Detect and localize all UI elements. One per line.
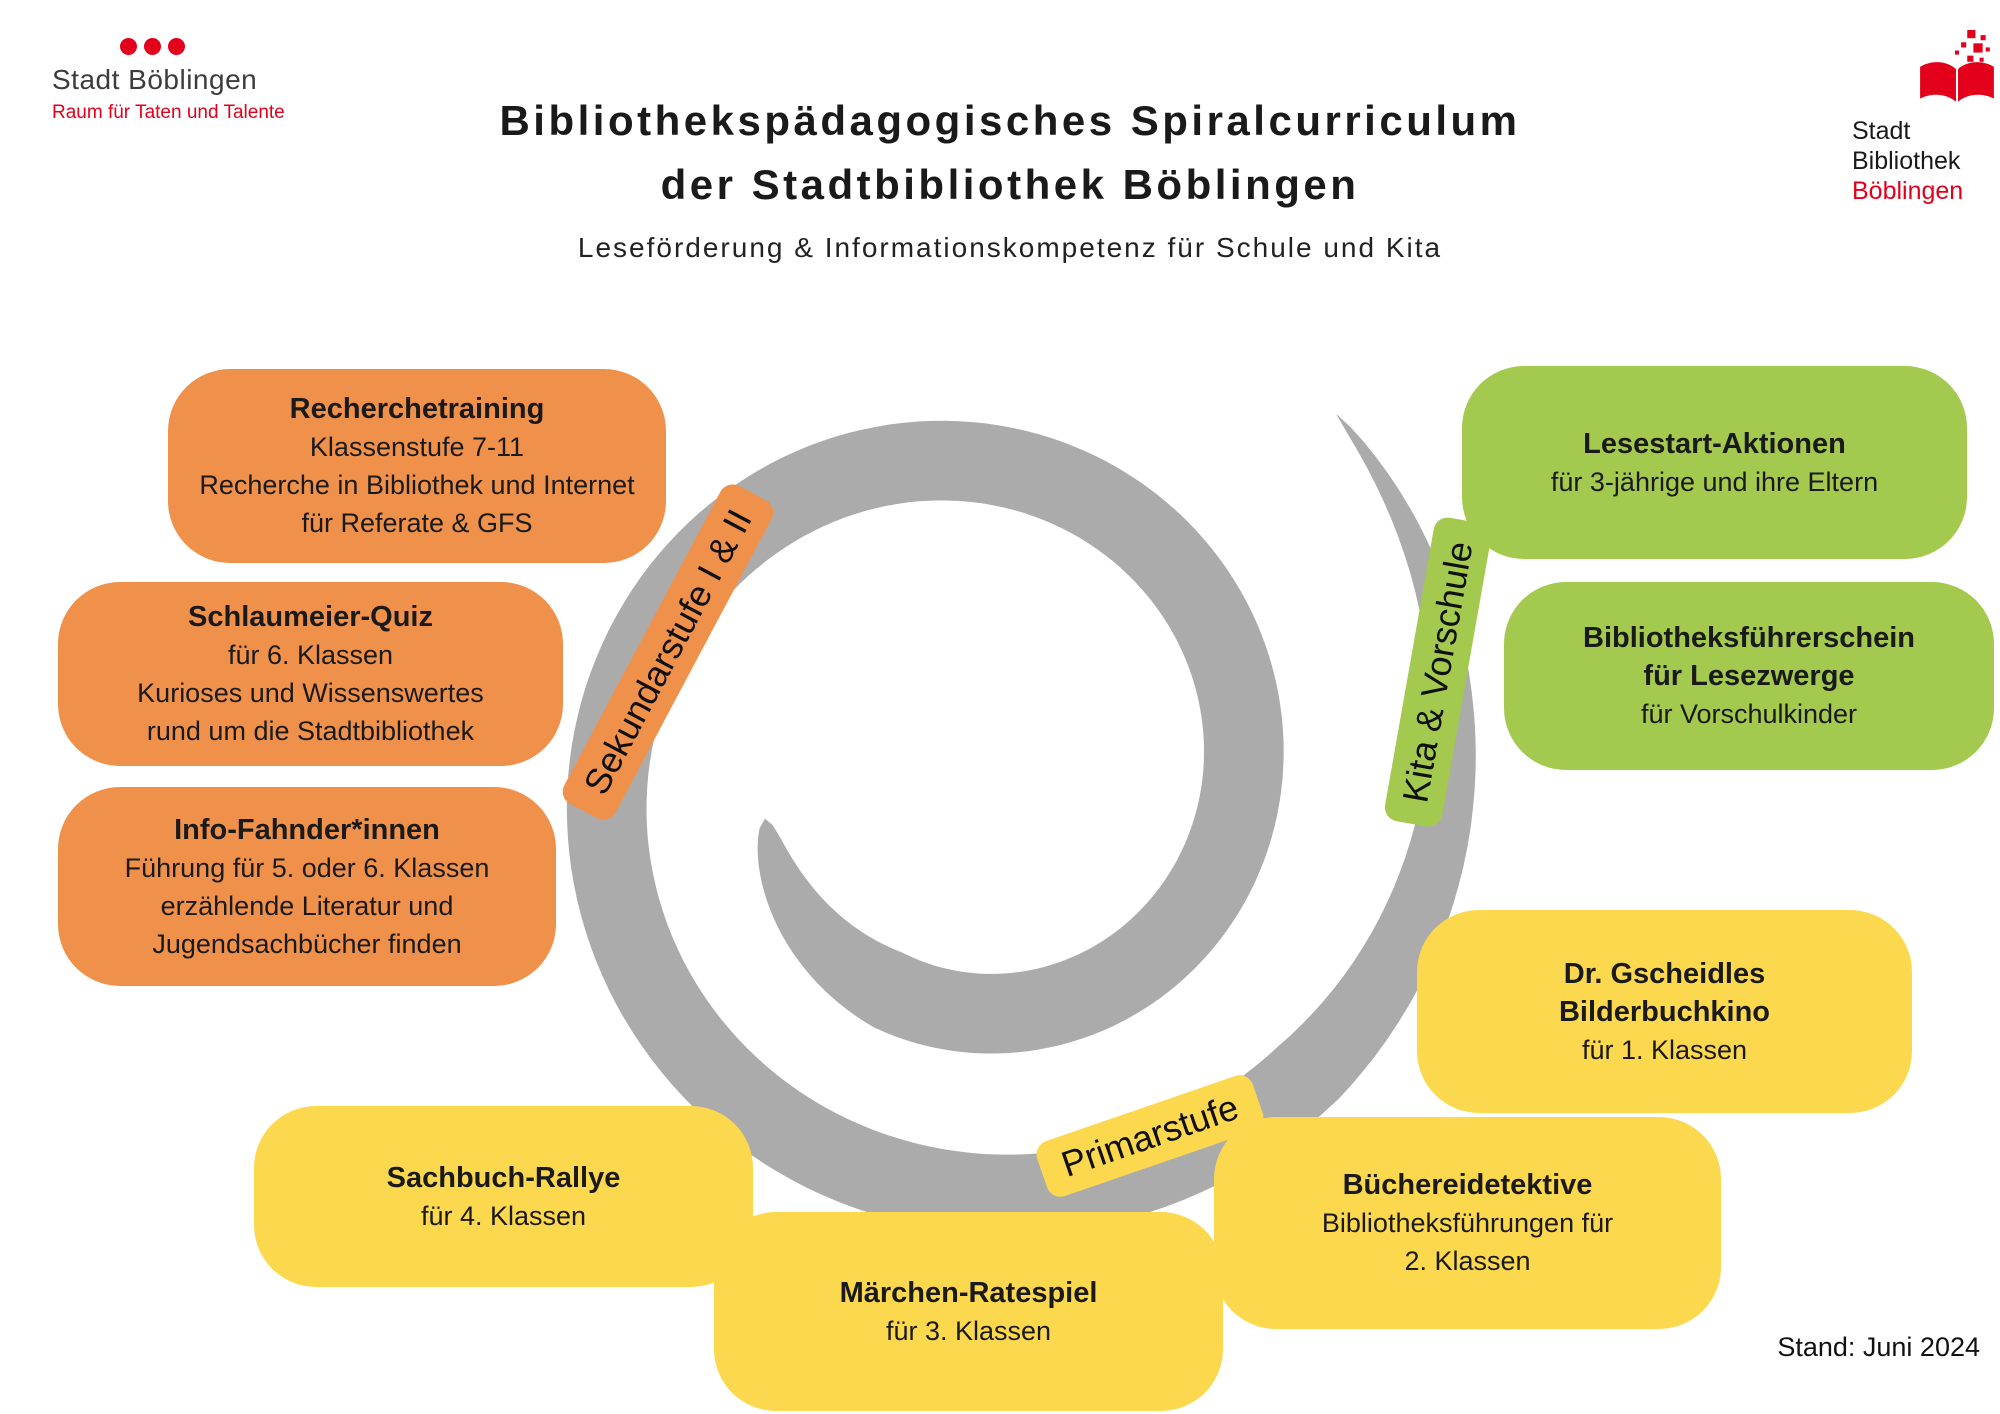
three-dots-icon [120, 38, 285, 55]
program-line: für 3. Klassen [885, 1315, 1052, 1346]
program-title: Lesestart-Aktionen [1583, 427, 1846, 460]
logo-right-line1: Stadt [1852, 117, 1911, 145]
program-line: für 6. Klassen [227, 640, 394, 670]
program-line: Kurioses und Wissenswertes [137, 678, 484, 708]
dot-icon [144, 38, 161, 55]
program-box-bilderbuchkino: Dr. Gscheidles Bilderbuchkino für 1. Kla… [1417, 910, 1912, 1113]
program-line: Jugendsachbücher finden [152, 928, 462, 959]
program-line: für Vorschulkinder [1640, 699, 1858, 729]
program-title-line2: für Lesezwerge [1643, 660, 1855, 692]
program-title: Bibliotheksführerschein [1583, 622, 1915, 654]
program-title: Schlaumeier-Quiz [188, 601, 433, 633]
program-line: erzählende Literatur und [160, 890, 454, 921]
open-book-icon [1920, 30, 1994, 102]
dot-icon [120, 38, 137, 55]
program-box-info-fahnder: Info-Fahnder*innen Führung für 5. oder 6… [58, 787, 556, 986]
page-title-line2: der Stadtbibliothek Böblingen [660, 161, 1360, 208]
page-subtitle: Leseförderung & Informationskompetenz fü… [577, 232, 1443, 263]
logo-left-name: Stadt Böblingen [52, 64, 258, 95]
program-box-bibliotheksfuehrerschein: Bibliotheksführerschein für Lesezwerge f… [1504, 582, 1994, 770]
program-box-recherchetraining: Recherchetraining Klassenstufe 7-11 Rech… [168, 369, 666, 563]
logo-left-tagline: Raum für Taten und Talente [52, 102, 285, 123]
stand-date: Stand: Juni 2024 [1777, 1332, 1980, 1362]
program-line: für 4. Klassen [420, 1200, 587, 1231]
program-line: Bibliotheksführungen für [1321, 1208, 1614, 1238]
dot-icon [168, 38, 185, 55]
stadt-boeblingen-logo: Stadt Böblingen Raum für Taten und Talen… [52, 38, 285, 125]
program-box-maerchen-ratespiel: Märchen-Ratespiel für 3. Klassen [714, 1212, 1223, 1411]
program-box-schlaumeier-quiz: Schlaumeier-Quiz für 6. Klassen Kurioses… [58, 582, 563, 766]
logo-right-line3: Böblingen [1852, 177, 1964, 205]
program-box-buechereidetektive: Büchereidetektive Bibliotheksführungen f… [1214, 1117, 1721, 1329]
program-line: für 3-jährige und ihre Eltern [1550, 466, 1879, 497]
spiral-shape [566, 413, 1476, 1235]
program-line: für 1. Klassen [1581, 1034, 1748, 1065]
program-line: Recherche in Bibliothek und Internet [199, 470, 635, 500]
program-title: Info-Fahnder*innen [174, 813, 440, 846]
program-title: Büchereidetektive [1342, 1169, 1593, 1201]
program-line: für Referate & GFS [301, 508, 533, 538]
program-box-lesestart-aktionen: Lesestart-Aktionen für 3-jährige und ihr… [1462, 366, 1967, 559]
title-block: Bibliothekspädagogisches Spiralcurriculu… [330, 96, 1690, 264]
logo-right-line2: Bibliothek [1852, 147, 1961, 175]
page-title-line1: Bibliothekspädagogisches Spiralcurriculu… [499, 97, 1521, 144]
program-line: 2. Klassen [1404, 1246, 1531, 1276]
program-title-line2: Bilderbuchkino [1558, 995, 1771, 1028]
program-line: Führung für 5. oder 6. Klassen [124, 852, 490, 883]
program-line: rund um die Stadtbibliothek [146, 716, 475, 746]
program-line: Klassenstufe 7-11 [309, 432, 525, 462]
program-title: Recherchetraining [289, 393, 545, 425]
program-box-sachbuch-rallye: Sachbuch-Rallye für 4. Klassen [254, 1106, 753, 1287]
stadtbibliothek-logo: Stadt Bibliothek Böblingen [1852, 30, 1998, 206]
logo-right-text: Stadt Bibliothek Böblingen [1852, 116, 1998, 206]
program-title: Sachbuch-Rallye [386, 1161, 621, 1194]
program-title: Märchen-Ratespiel [839, 1276, 1098, 1309]
program-title: Dr. Gscheidles [1563, 957, 1766, 990]
